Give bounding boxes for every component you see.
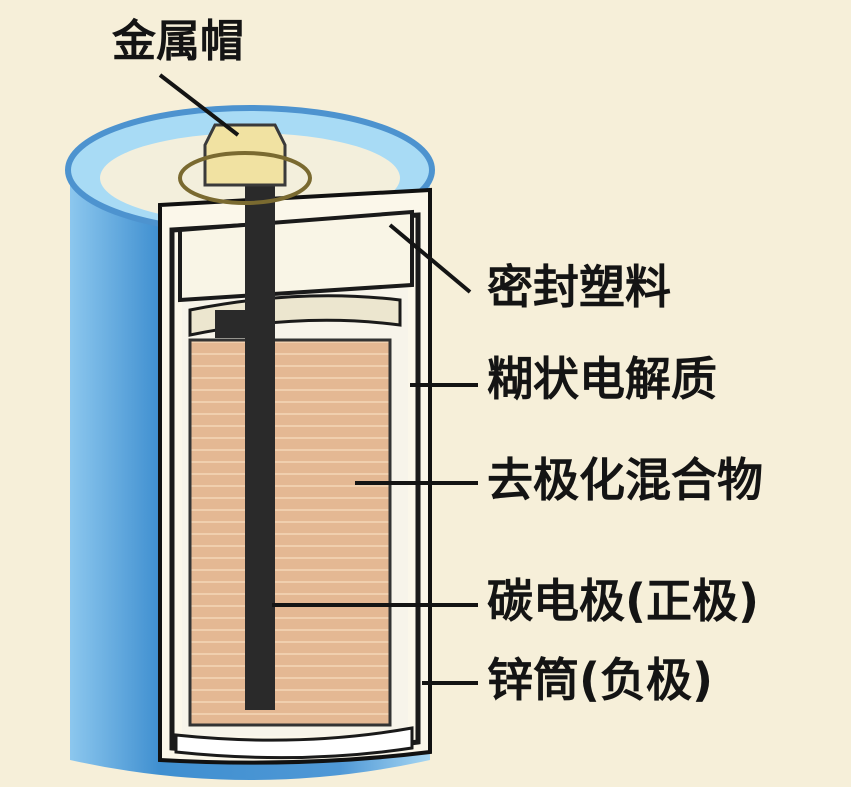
label-carbon-electrode: 碳电极(正极)	[487, 574, 760, 628]
leader-sealing-plastic	[388, 223, 472, 294]
sealing-plastic	[178, 209, 414, 303]
depolarizer-mixture	[188, 338, 392, 727]
label-metal-cap: 金属帽	[112, 16, 244, 67]
bottom-seat	[174, 726, 414, 760]
label-sealing-plastic: 密封塑料	[487, 260, 671, 314]
rod-collar	[215, 310, 245, 338]
leader-metal-cap	[158, 73, 240, 137]
label-depolarizer-mixture: 去极化混合物	[487, 453, 763, 507]
label-zinc-can: 锌筒(负极)	[487, 653, 714, 707]
label-paste-electrolyte: 糊状电解质	[487, 352, 717, 406]
carbon-rod	[245, 150, 275, 710]
cap-ring	[178, 151, 312, 205]
